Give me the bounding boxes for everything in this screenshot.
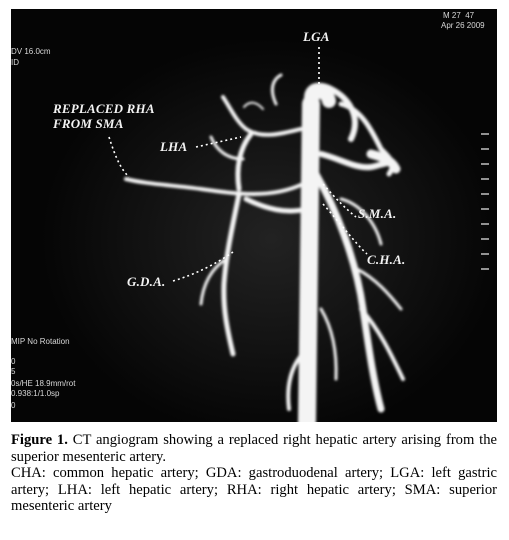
overlay-bottom-left-line6: 0 xyxy=(11,401,16,410)
caption-abbreviations: CHA: common hepatic artery; GDA: gastrod… xyxy=(11,465,497,514)
overlay-bottom-left-line4: 0s/HE 18.9mm/rot xyxy=(11,379,76,388)
overlay-bottom-left-line3: 5 xyxy=(11,367,16,376)
ct-angiogram-image: M 27 47 Apr 26 2009 DV 16.0cm ID MIP No … xyxy=(11,9,497,422)
label-lha: LHA xyxy=(160,139,188,154)
label-lga: LGA xyxy=(303,29,330,44)
label-cha: C.H.A. xyxy=(367,252,406,267)
overlay-top-right-line1: M 27 47 xyxy=(443,11,475,20)
label-replaced-rha: REPLACED RHA FROM SMA xyxy=(53,101,155,131)
caption-title-paragraph: Figure 1. CT angiogram showing a replace… xyxy=(11,432,497,465)
overlay-top-left-line2: ID xyxy=(11,58,19,67)
caption-title: CT angiogram showing a replaced right he… xyxy=(11,432,498,465)
overlay-bottom-left-line1: MIP No Rotation xyxy=(11,337,70,346)
vessel-tree-drawing xyxy=(41,39,497,422)
overlay-bottom-left-line5: 0.938:1/1.0sp xyxy=(11,389,60,398)
overlay-top-left-line1: DV 16.0cm xyxy=(11,47,51,56)
label-sma: S.M.A. xyxy=(358,206,397,221)
overlay-bottom-left-line2: 0 xyxy=(11,357,16,366)
figure-caption: Figure 1. CT angiogram showing a replace… xyxy=(11,432,497,515)
overlay-top-right-line2: Apr 26 2009 xyxy=(441,21,485,30)
label-gda: G.D.A. xyxy=(127,274,166,289)
figure-number: Figure 1. xyxy=(11,432,68,448)
